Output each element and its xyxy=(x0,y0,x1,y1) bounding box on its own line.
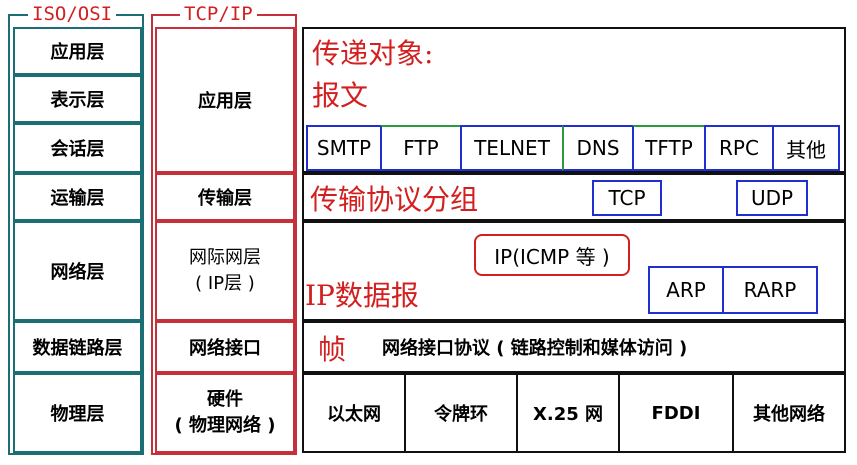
link-layer-description: 网络接口协议 ( 链路控制和媒体访问 ) xyxy=(382,338,688,359)
protocol-ftp: FTP xyxy=(380,125,462,171)
protocol-dns: DNS xyxy=(562,125,634,171)
internet-label-line1: 网际网层 xyxy=(189,247,261,268)
physical-item-x25: X.25 网 xyxy=(518,375,620,451)
transport-layer-panel xyxy=(302,173,846,221)
protocol-other: 其他 xyxy=(772,125,840,171)
protocol-udp: UDP xyxy=(736,180,808,216)
osi-layer-datalink: 数据链路层 xyxy=(13,321,142,373)
hardware-label-line2: ( 物理网络 ) xyxy=(174,415,276,436)
tcpip-layer-application: 应用层 xyxy=(155,27,295,173)
link-layer-label: 帧 xyxy=(318,333,347,366)
app-layer-label-line2: 报文 xyxy=(312,79,369,112)
protocol-rpc: RPC xyxy=(704,125,774,171)
internet-layer-panel xyxy=(302,221,846,321)
physical-item-other-network: 其他网络 xyxy=(753,404,825,425)
tcpip-column-title: TCP/IP xyxy=(180,4,257,24)
osi-layer-session: 会话层 xyxy=(13,123,142,173)
transport-layer-label: 传输协议分组 xyxy=(310,183,479,216)
hardware-label-line1: 硬件 xyxy=(207,389,243,410)
protocol-ip-icmp: IP(ICMP 等 ) xyxy=(474,234,630,276)
osi-layer-network: 网络层 xyxy=(13,221,142,321)
tcpip-layer-internet: 网际网层 ( IP层 ) xyxy=(155,221,295,321)
protocol-rarp: RARP xyxy=(722,266,818,314)
osi-layer-transport: 运输层 xyxy=(13,173,142,221)
physical-item-fddi: FDDI xyxy=(620,375,734,451)
internet-label-line2: ( IP层 ) xyxy=(195,273,255,294)
osi-layer-physical: 物理层 xyxy=(13,373,142,453)
protocol-arp: ARP xyxy=(648,266,724,314)
app-layer-panel xyxy=(302,27,846,173)
protocol-telnet: TELNET xyxy=(460,125,564,171)
internet-layer-label: IP数据报 xyxy=(305,279,419,312)
physical-item-token-ring: 令牌环 xyxy=(406,375,518,451)
tcpip-layer-hardware: 硬件 ( 物理网络 ) xyxy=(155,373,295,453)
physical-layer-panel xyxy=(302,373,846,453)
protocol-smtp: SMTP xyxy=(306,125,382,171)
physical-item-ethernet: 以太网 xyxy=(304,375,406,451)
link-layer-panel xyxy=(302,321,846,373)
osi-layer-presentation: 表示层 xyxy=(13,75,142,123)
tcpip-layer-link: 网络接口 xyxy=(155,321,295,373)
protocol-tcp: TCP xyxy=(592,180,662,216)
protocol-tftp: TFTP xyxy=(632,125,706,171)
tcpip-layer-transport: 传输层 xyxy=(155,173,295,221)
osi-layer-application: 应用层 xyxy=(13,27,142,75)
osi-column-title: ISO/OSI xyxy=(28,4,117,24)
app-layer-label-line1: 传递对象: xyxy=(312,37,434,70)
